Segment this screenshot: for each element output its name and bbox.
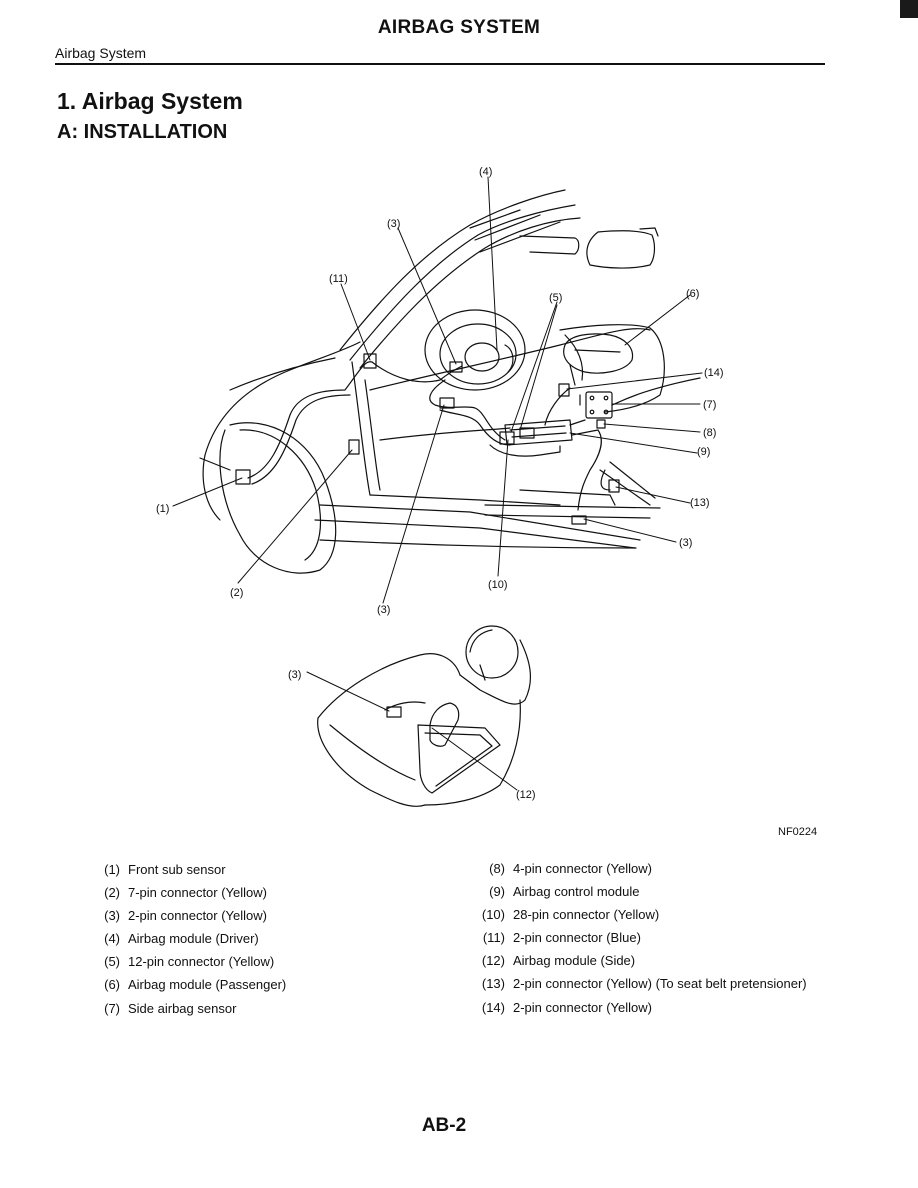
callout-3-top: (3) — [387, 218, 400, 230]
legend-number: (11) — [482, 930, 505, 945]
legend-number: (10) — [481, 907, 505, 922]
legend-number: (14) — [481, 1000, 505, 1015]
legend-number: (4) — [104, 931, 120, 946]
header-rule — [55, 63, 825, 65]
legend-number: (3) — [104, 908, 120, 923]
callout-6: (6) — [686, 288, 699, 300]
legend-text: 4-pin connector (Yellow) — [513, 861, 652, 876]
callout-10: (10) — [488, 579, 508, 591]
scan-corner-mark — [900, 0, 918, 18]
callout-leaders — [172, 176, 703, 791]
callout-5: (5) — [549, 292, 562, 304]
legend-text: 7-pin connector (Yellow) — [128, 885, 267, 900]
legend-number: (1) — [104, 862, 120, 877]
legend-text: 2-pin connector (Yellow) — [513, 1000, 652, 1015]
legend-text: Side airbag sensor — [128, 1001, 237, 1016]
car-body-drawing — [199, 189, 701, 574]
callout-labels: (1) (2) (3) (3) (3) (3) (4) (5) (6) (7) … — [156, 166, 724, 801]
legend-text: Airbag module (Passenger) — [128, 977, 287, 992]
legend-number: (5) — [104, 954, 120, 969]
legend-text: 2-pin connector (Yellow) (To seat belt p… — [513, 976, 807, 991]
running-header-title: AIRBAG SYSTEM — [377, 17, 541, 38]
callout-3-bottom: (3) — [377, 604, 390, 616]
callout-11: (11) — [329, 273, 348, 285]
callout-13: (13) — [690, 497, 710, 509]
callout-9: (9) — [697, 446, 710, 458]
page-number: AB-2 — [421, 1115, 467, 1136]
callout-4: (4) — [479, 166, 492, 178]
figure-code: NF0224 — [778, 826, 818, 838]
callout-14: (14) — [704, 367, 724, 379]
legend-text: Airbag module (Side) — [513, 953, 636, 968]
legend-number: (8) — [489, 861, 505, 876]
legend-number: (9) — [489, 884, 505, 899]
callout-1: (1) — [156, 503, 169, 515]
legend-text: 2-pin connector (Yellow) — [128, 908, 267, 923]
running-header-subtitle: Airbag System — [55, 45, 147, 61]
callout-8: (8) — [703, 427, 716, 439]
section-title: 1. Airbag System — [57, 88, 243, 114]
legend-number: (6) — [104, 977, 120, 992]
callout-3-seat: (3) — [288, 669, 301, 681]
callout-2: (2) — [230, 587, 243, 599]
callout-7: (7) — [703, 399, 716, 411]
seat-drawing — [317, 625, 531, 807]
legend-text: 28-pin connector (Yellow) — [513, 907, 660, 922]
legend-text: Front sub sensor — [128, 862, 226, 877]
legend-text: 12-pin connector (Yellow) — [128, 954, 275, 969]
legend-number: (2) — [104, 885, 120, 900]
legend-number: (7) — [104, 1001, 120, 1016]
callout-3-right: (3) — [679, 537, 692, 549]
legend-text: Airbag control module — [513, 884, 640, 899]
legend-number: (13) — [481, 976, 505, 991]
legend-text: Airbag module (Driver) — [128, 931, 259, 946]
legend-text: 2-pin connector (Blue) — [513, 930, 641, 945]
subsection-title: A: INSTALLATION — [57, 121, 228, 143]
callout-12: (12) — [516, 789, 536, 801]
legend-number: (12) — [481, 953, 505, 968]
